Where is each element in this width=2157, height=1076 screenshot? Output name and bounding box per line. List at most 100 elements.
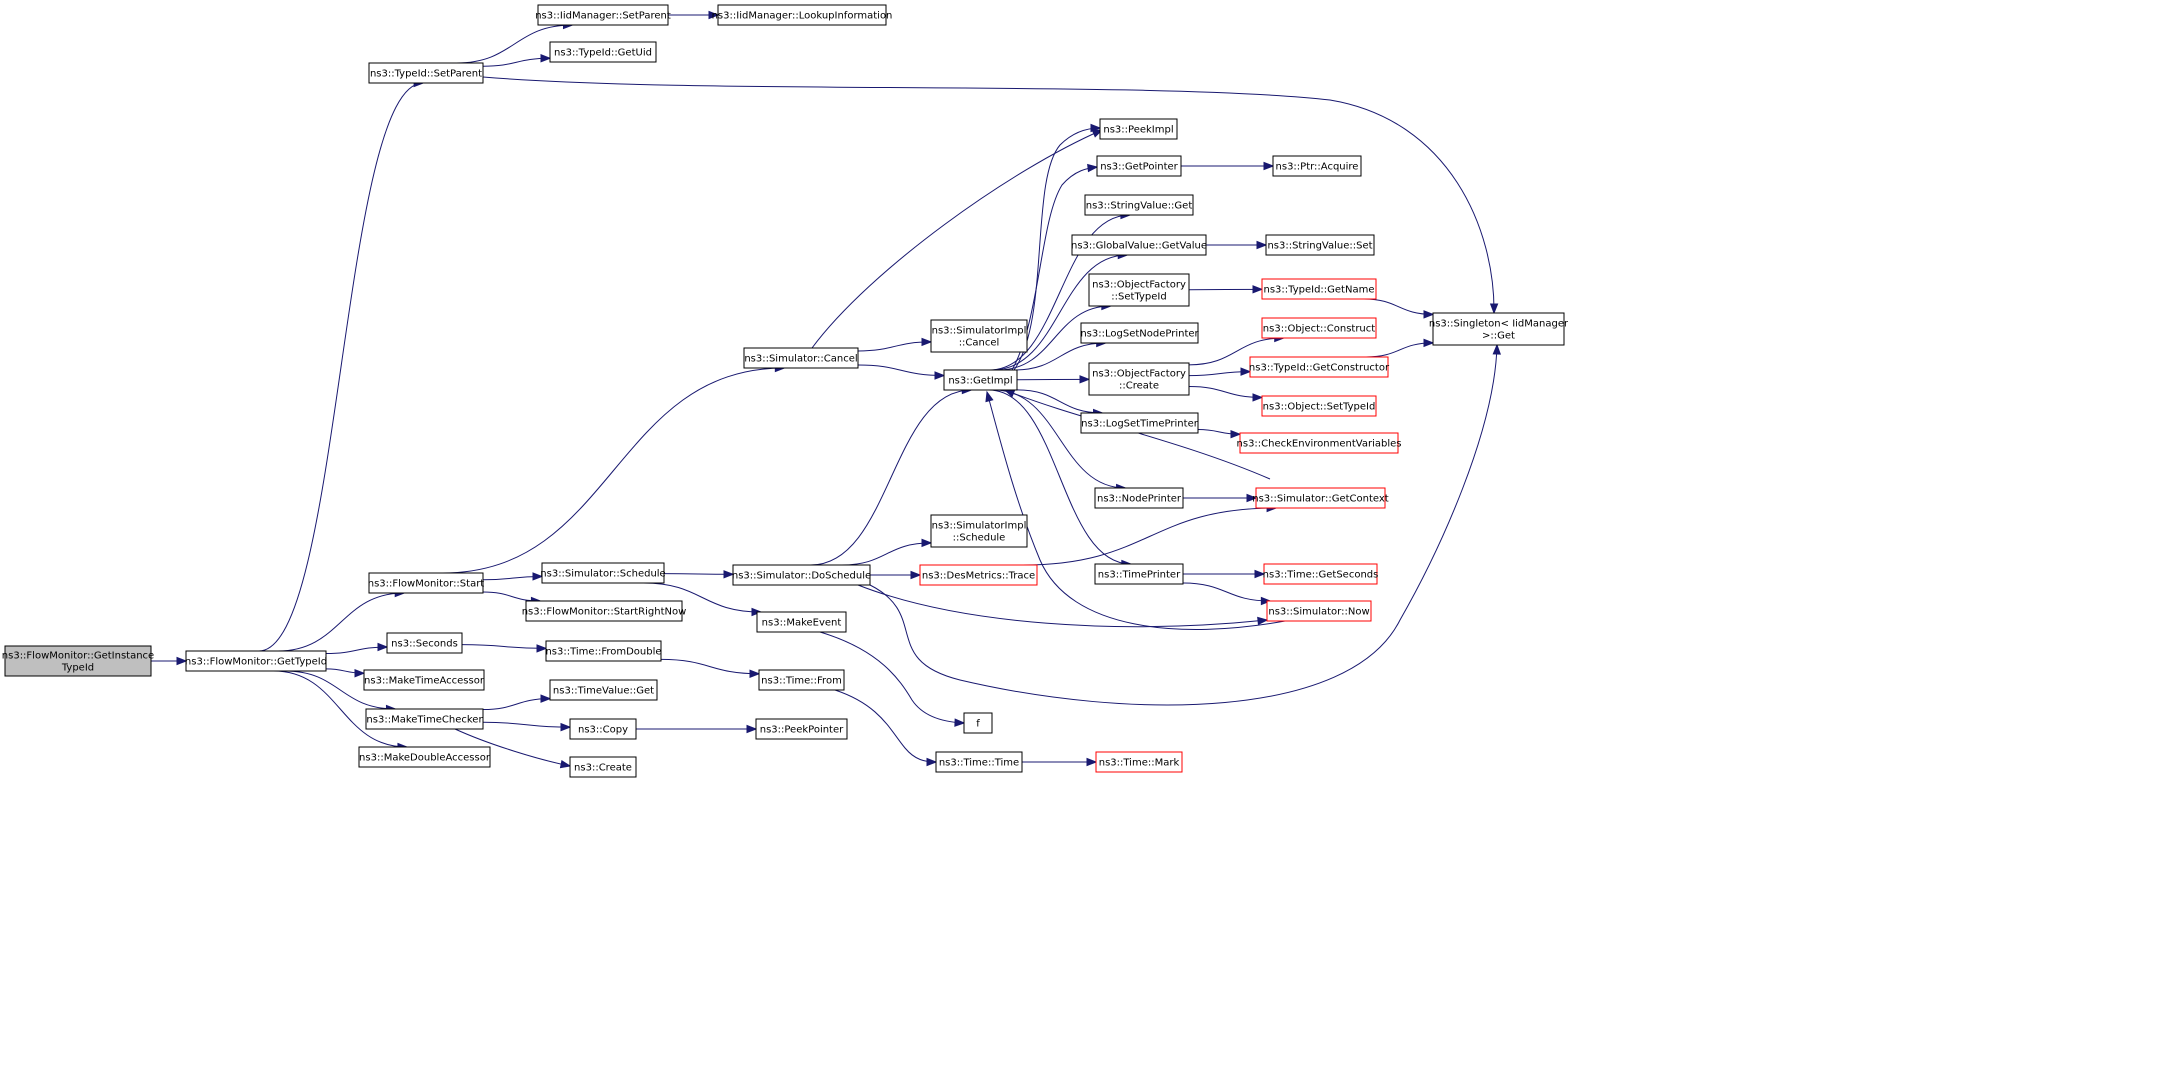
node-lookupinfo[interactable]: ns3::IidManager::LookupInformation (712, 4, 893, 26)
node-timetime[interactable]: ns3::Time::Time (935, 751, 1023, 773)
edge-start-to-simschedule (482, 572, 544, 581)
node-box (1265, 234, 1375, 256)
edge-line (660, 658, 760, 675)
node-label: ::Schedule (953, 533, 1006, 544)
node-label: ns3::Time::From (761, 676, 842, 687)
node-logsetnode[interactable]: ns3::LogSetNodePrinter (1080, 322, 1200, 344)
node-implschedule[interactable]: ns3::SimulatorImpl::Schedule (930, 514, 1028, 548)
edge-line (1014, 342, 1106, 371)
edge-makeevent-to-f (819, 631, 966, 727)
node-fromdouble[interactable]: ns3::Time::FromDouble (545, 640, 662, 662)
node-peekpointer[interactable]: ns3::PeekPointer (755, 718, 848, 740)
node-maketimechk[interactable]: ns3::MakeTimeChecker (365, 708, 484, 730)
arrowhead (176, 656, 188, 666)
node-label: ns3::PeekPointer (760, 725, 844, 736)
arrowhead (910, 570, 922, 580)
node-label: ns3::Copy (578, 725, 628, 736)
node-f[interactable]: f (963, 712, 993, 734)
node-timeprinter[interactable]: ns3::TimePrinter (1094, 563, 1184, 585)
node-ptracquire[interactable]: ns3::Ptr::Acquire (1272, 155, 1362, 177)
node-box (525, 600, 683, 622)
node-seconds[interactable]: ns3::Seconds (386, 632, 463, 654)
node-label: ns3::Create (574, 763, 632, 774)
node-ofcreate[interactable]: ns3::ObjectFactory::Create (1088, 362, 1190, 396)
node-ofsettypeid[interactable]: ns3::ObjectFactory::SetTypeId (1088, 273, 1190, 307)
node-label: ns3::MakeTimeChecker (366, 715, 483, 726)
node-label: ns3::MakeEvent (762, 618, 842, 629)
node-getimpl[interactable]: ns3::GetImpl (943, 369, 1018, 391)
node-objsettypeid[interactable]: ns3::Object::SetTypeId (1261, 395, 1377, 417)
node-iidsetparent[interactable]: ns3::IidManager::SetParent (535, 4, 671, 26)
node-timemark[interactable]: ns3::Time::Mark (1095, 751, 1183, 773)
node-startrightnow[interactable]: ns3::FlowMonitor::StartRightNow (522, 600, 687, 622)
arrowhead (926, 757, 938, 767)
node-label: ns3::StringValue::Get (1086, 201, 1193, 212)
node-getname[interactable]: ns3::TypeId::GetName (1261, 278, 1377, 300)
node-copy[interactable]: ns3::Copy (569, 718, 637, 740)
edge-ofcreate-to-getconstructor (1188, 367, 1252, 377)
edge-timeprinter-to-getseconds (1183, 569, 1266, 579)
node-maketimeacc[interactable]: ns3::MakeTimeAccessor (363, 669, 485, 691)
arrowhead (377, 642, 389, 652)
node-singleton[interactable]: ns3::Singleton< IidManager >::Get (1429, 312, 1568, 346)
arrowhead (532, 572, 544, 581)
arrowhead (1252, 285, 1264, 294)
node-box (1432, 312, 1565, 346)
node-label: ns3::FlowMonitor::GetTypeId (185, 657, 327, 668)
node-box (755, 718, 848, 740)
arrowhead (540, 54, 552, 63)
node-objconstruct[interactable]: ns3::Object::Construct (1261, 317, 1377, 339)
edge-gettypeid-to-maketimeacc (325, 668, 366, 678)
node-globalvalue[interactable]: ns3::GlobalValue::GetValue (1071, 234, 1207, 256)
node-box (1084, 194, 1194, 216)
node-stringvalueset[interactable]: ns3::StringValue::Set (1265, 234, 1375, 256)
node-box (1239, 432, 1399, 454)
node-getconstructor[interactable]: ns3::TypeId::GetConstructor (1249, 356, 1390, 378)
node-logsettime[interactable]: ns3::LogSetTimePrinter (1080, 412, 1199, 434)
edge-timefrom-to-timetime (834, 689, 938, 767)
node-stringvalueget[interactable]: ns3::StringValue::Get (1084, 194, 1194, 216)
node-simnow[interactable]: ns3::Simulator::Now (1266, 600, 1372, 622)
node-getseconds[interactable]: ns3::Time::GetSeconds (1263, 563, 1379, 585)
node-box (368, 62, 484, 84)
node-box (537, 4, 669, 26)
edge-root-to-gettypeid (151, 656, 188, 666)
node-box (1099, 118, 1178, 140)
node-getpointer[interactable]: ns3::GetPointer (1096, 155, 1182, 177)
node-box (1080, 322, 1199, 344)
node-getuid[interactable]: ns3::TypeId::GetUid (549, 41, 657, 63)
node-simschedule[interactable]: ns3::Simulator::Schedule (540, 562, 666, 584)
edge-line (810, 389, 972, 566)
arrowhead (749, 669, 761, 679)
edge-doschedule-to-implschedule (841, 538, 933, 566)
node-box (919, 564, 1038, 586)
arrowhead (540, 694, 552, 703)
node-timefrom[interactable]: ns3::Time::From (758, 669, 845, 691)
node-makeevent[interactable]: ns3::MakeEvent (756, 611, 847, 633)
node-setparent[interactable]: ns3::TypeId::SetParent (368, 62, 484, 84)
node-box (1261, 395, 1377, 417)
edge-setparent-to-getuid (482, 54, 552, 67)
edge-line (989, 214, 1130, 371)
arrowhead (560, 722, 572, 732)
node-getcontext[interactable]: ns3::Simulator::GetContext (1252, 487, 1389, 509)
node-start[interactable]: ns3::FlowMonitor::Start (368, 572, 485, 594)
node-peekimpl[interactable]: ns3::PeekImpl (1099, 118, 1178, 140)
node-label: ns3::FlowMonitor::GetInstance (2, 651, 154, 662)
node-nodeprinter[interactable]: ns3::NodePrinter (1094, 487, 1184, 509)
edge-simschedule-to-makeevent (643, 582, 763, 617)
edge-doschedule-to-singleton (869, 343, 1502, 706)
node-implcancel[interactable]: ns3::SimulatorImpl::Cancel (930, 319, 1028, 353)
node-box (545, 640, 662, 662)
node-timevalueget[interactable]: ns3::TimeValue::Get (549, 679, 658, 701)
node-create[interactable]: ns3::Create (569, 756, 637, 778)
node-box (1088, 362, 1190, 396)
node-checkenv[interactable]: ns3::CheckEnvironmentVariables (1237, 432, 1402, 454)
node-simcancel[interactable]: ns3::Simulator::Cancel (743, 347, 859, 369)
node-desmetrics[interactable]: ns3::DesMetrics::Trace (919, 564, 1038, 586)
node-makedoubleacc[interactable]: ns3::MakeDoubleAccessor (358, 746, 491, 768)
node-doschedule[interactable]: ns3::Simulator::DoSchedule (732, 564, 871, 586)
node-box (363, 669, 485, 691)
node-gettypeid[interactable]: ns3::FlowMonitor::GetTypeId (185, 650, 327, 672)
